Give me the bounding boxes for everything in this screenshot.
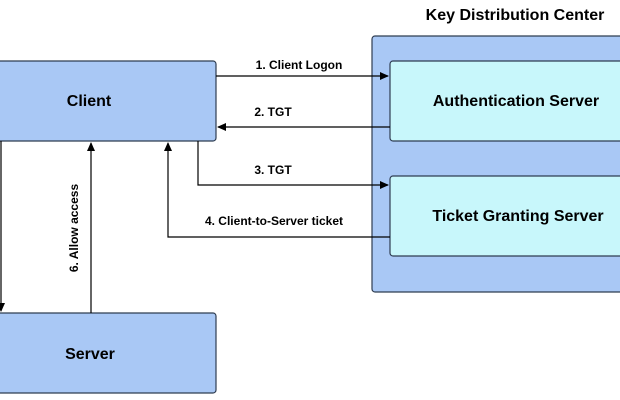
edge-client-to-server-ticket [164, 142, 390, 238]
kdc-title: Key Distribution Center [426, 7, 605, 24]
edge-tgt-return-label: 2. TGT [254, 105, 292, 119]
edge-client-to-server-ticket-label: 4. Client-to-Server ticket [205, 214, 343, 228]
client-node: Client [0, 60, 217, 142]
client-label: Client [67, 93, 112, 110]
authentication-server-label: Authentication Server [433, 93, 599, 110]
edge-tgt-to-tgs [197, 141, 389, 189]
edge-allow-access-label: 6. Allow access [67, 184, 81, 273]
server-label: Server [65, 346, 115, 363]
edge-client-logon-label: 1. Client Logon [256, 58, 343, 72]
server-node: Server [0, 312, 217, 394]
ticket-granting-server-node: Ticket Granting Server [389, 175, 620, 257]
edge-tgt-to-tgs-label: 3. TGT [254, 163, 292, 177]
ticket-granting-server-label: Ticket Granting Server [432, 208, 603, 225]
authentication-server-node: Authentication Server [389, 60, 620, 142]
